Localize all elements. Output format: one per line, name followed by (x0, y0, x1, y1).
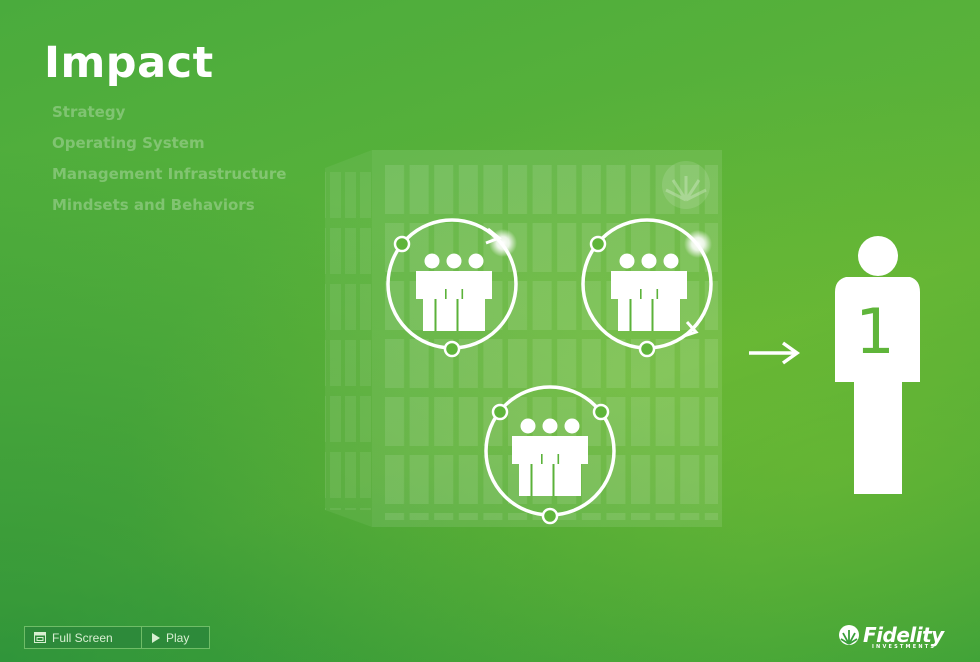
team-group-icon (484, 385, 616, 525)
team-group-icon (581, 218, 713, 358)
page-title: Impact (44, 38, 214, 88)
nav-item-mindsets-behaviors[interactable]: Mindsets and Behaviors (52, 196, 255, 214)
nav-item-management-infrastructure[interactable]: Management Infrastructure (52, 165, 287, 183)
fullscreen-label: Full Screen (52, 630, 113, 645)
team-group-icon (386, 218, 518, 358)
building-graphic (325, 150, 722, 527)
play-label: Play (166, 630, 190, 645)
arrow-right-icon (749, 341, 801, 365)
fullscreen-icon (34, 632, 46, 643)
nav-item-strategy[interactable]: Strategy (52, 103, 126, 121)
fidelity-logo: Fidelity INVESTMENTS (838, 622, 958, 652)
fullscreen-button[interactable]: Full Screen (25, 627, 142, 648)
building-logo-icon (662, 161, 710, 209)
single-person-icon (835, 236, 920, 494)
pyramid-logo-icon (839, 625, 859, 645)
person-number: 1 (855, 295, 894, 368)
brand-tagline: INVESTMENTS (872, 644, 937, 650)
brand-name: Fidelity (863, 623, 944, 647)
play-icon (152, 632, 160, 643)
nav-item-operating-system[interactable]: Operating System (52, 134, 205, 152)
section-nav: Strategy Operating System Management Inf… (52, 101, 286, 225)
play-button[interactable]: Play (142, 627, 209, 648)
player-controls: Full Screen Play (24, 626, 210, 649)
